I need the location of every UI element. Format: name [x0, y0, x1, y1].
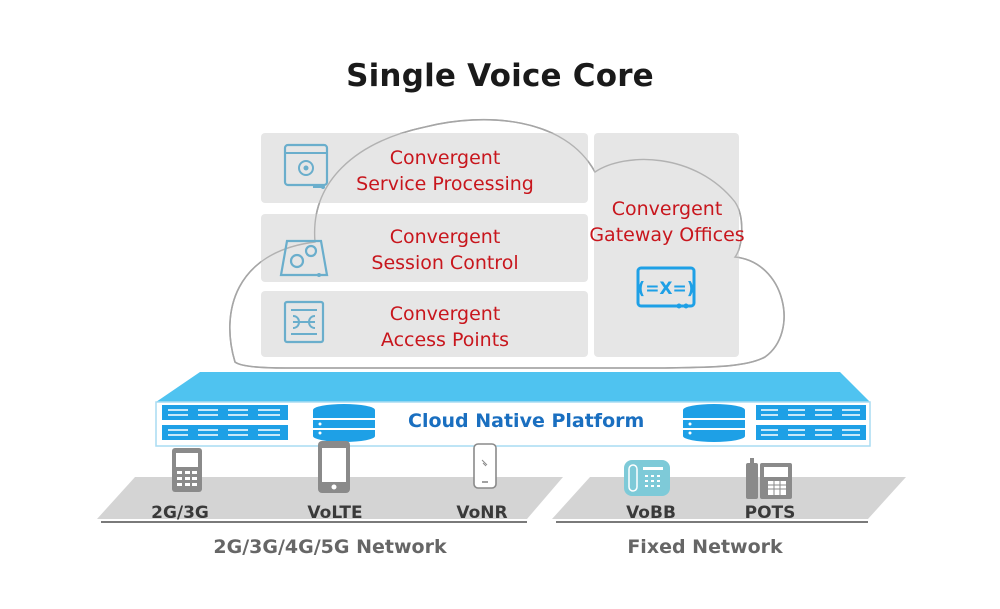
session-control-line1: Convergent: [389, 226, 501, 248]
server-rack-icon-left: [162, 405, 288, 440]
ip-phone-icon: [624, 460, 670, 496]
mobile-network-plate: [97, 477, 563, 523]
device-label-vobb: VoBB: [626, 503, 676, 523]
access-points-icon: [283, 300, 325, 344]
gears-icon: [279, 239, 329, 277]
landline-phone-icon: [746, 458, 792, 499]
service-processing-label: Convergent Service Processing: [320, 145, 570, 197]
5g-phone-icon: [473, 443, 497, 489]
device-label-vonr: VoNR: [456, 503, 508, 523]
session-control-line2: Session Control: [371, 252, 519, 274]
gateway-exchange-icon: (=X=): [636, 266, 696, 309]
fixed-network-label: Fixed Network: [627, 536, 783, 558]
mobile-network-label: 2G/3G/4G/5G Network: [213, 536, 447, 558]
feature-phone-icon: [172, 448, 202, 492]
access-points-line1: Convergent: [389, 303, 501, 325]
service-processing-line1: Convergent: [389, 147, 501, 169]
diagram-title: Single Voice Core: [346, 58, 654, 94]
access-points-line2: Access Points: [380, 329, 510, 351]
gateway-offices-label: Convergent Gateway Offices: [580, 196, 754, 248]
service-processing-line2: Service Processing: [356, 173, 534, 195]
session-control-label: Convergent Session Control: [320, 224, 570, 276]
gateway-line2: Gateway Offices: [589, 224, 745, 246]
platform-label: Cloud Native Platform: [408, 410, 645, 432]
service-processing-icon: [283, 143, 329, 189]
device-label-2g3g: 2G/3G: [151, 503, 209, 523]
database-icon-right: [683, 404, 745, 442]
gateway-line1: Convergent: [611, 198, 723, 220]
server-rack-icon-right: [756, 405, 866, 440]
smartphone-icon: [318, 441, 350, 493]
device-label-volte: VoLTE: [307, 503, 363, 523]
access-points-label: Convergent Access Points: [320, 301, 570, 353]
database-icon-left: [313, 404, 375, 442]
svg-text:(=X=): (=X=): [637, 279, 694, 299]
device-label-pots: POTS: [744, 503, 796, 523]
